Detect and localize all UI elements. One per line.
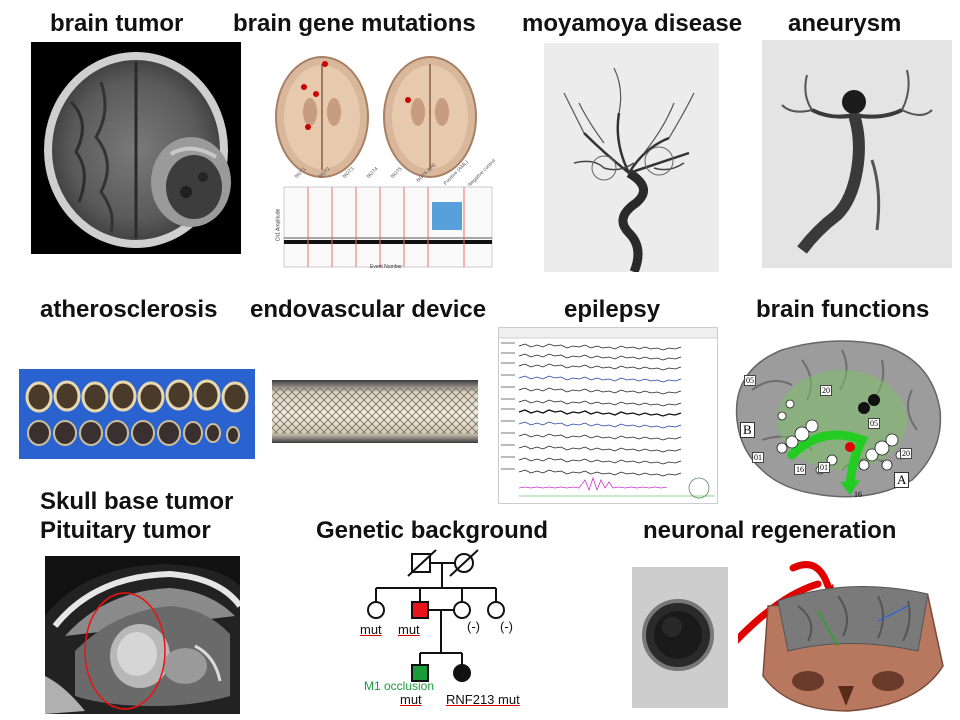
aneurysm-angiogram-image xyxy=(762,40,952,268)
brain-functions-map: 05 20 05 B 01 16 01 20 A 16 xyxy=(722,330,947,502)
label-atherosclerosis: atherosclerosis xyxy=(40,296,218,323)
label-epilepsy: epilepsy xyxy=(564,296,661,323)
gene-sample-labels: NGT1 NGT2 NGT3 NGT4 NGT5 NGT6 (LN) Posit… xyxy=(292,158,500,188)
pedigree-negative-label-1: (-) xyxy=(467,619,480,634)
label-neuronal-regeneration: neuronal regeneration xyxy=(643,517,897,544)
brain-map-label-a: A xyxy=(894,472,910,488)
brain-map-label-16b: 16 xyxy=(854,490,862,499)
endovascular-stent-image xyxy=(272,380,478,443)
pedigree-mut-label-1: mut xyxy=(360,622,382,637)
brain-map-label-b: B xyxy=(740,422,755,438)
brain-map-label-05b: 05 xyxy=(868,418,880,429)
brain-gene-mutations-figure: NGT1 NGT2 NGT3 NGT4 NGT5 NGT6 (LN) Posit… xyxy=(270,42,500,274)
moyamoya-angiogram-image xyxy=(544,43,719,272)
pedigree-mut-label-2: mut xyxy=(398,622,420,637)
pedigree-negative-label-2: (-) xyxy=(500,619,513,634)
pedigree-rnf213-label: RNF213 mut xyxy=(446,692,520,707)
brain-map-label-20a: 20 xyxy=(820,385,832,396)
brain-3d-reconstruction-image xyxy=(738,556,951,716)
brain-map-label-20b: 20 xyxy=(900,448,912,459)
gene-x-axis-label: Event Number xyxy=(370,264,402,270)
atherosclerosis-specimen-image xyxy=(19,369,255,459)
brain-tumor-mri-image xyxy=(31,42,241,254)
label-genetic-background: Genetic background xyxy=(316,517,549,544)
label-brain-tumor: brain tumor xyxy=(50,10,184,37)
brain-map-label-01a: 01 xyxy=(752,452,764,463)
label-brain-functions: brain functions xyxy=(756,296,930,323)
pedigree-mut-label-3: mut xyxy=(400,692,422,707)
label-brain-gene-mutations: brain gene mutations xyxy=(233,10,476,37)
genetic-pedigree-chart: mut mut (-) (-) M1 occlusion mut RNF213 … xyxy=(340,548,570,710)
brain-map-label-01b: 01 xyxy=(818,462,830,473)
label-aneurysm: aneurysm xyxy=(788,10,902,37)
neurosphere-microscopy-image xyxy=(632,567,728,708)
label-endovascular-device: endovascular device xyxy=(250,296,487,323)
epilepsy-eeg-recording xyxy=(498,327,718,504)
brain-map-label-05a: 05 xyxy=(744,375,756,386)
label-skull-base-tumor: Skull base tumor xyxy=(40,488,234,515)
brain-map-label-16a: 16 xyxy=(794,464,806,475)
gene-y-axis-label: Ch1 Amplitude xyxy=(275,208,282,242)
label-pituitary-tumor: Pituitary tumor xyxy=(40,517,211,544)
pituitary-tumor-mri-image xyxy=(45,556,240,714)
label-moyamoya-disease: moyamoya disease xyxy=(522,10,743,37)
pedigree-m1-occlusion-label: M1 occlusion xyxy=(364,679,435,693)
